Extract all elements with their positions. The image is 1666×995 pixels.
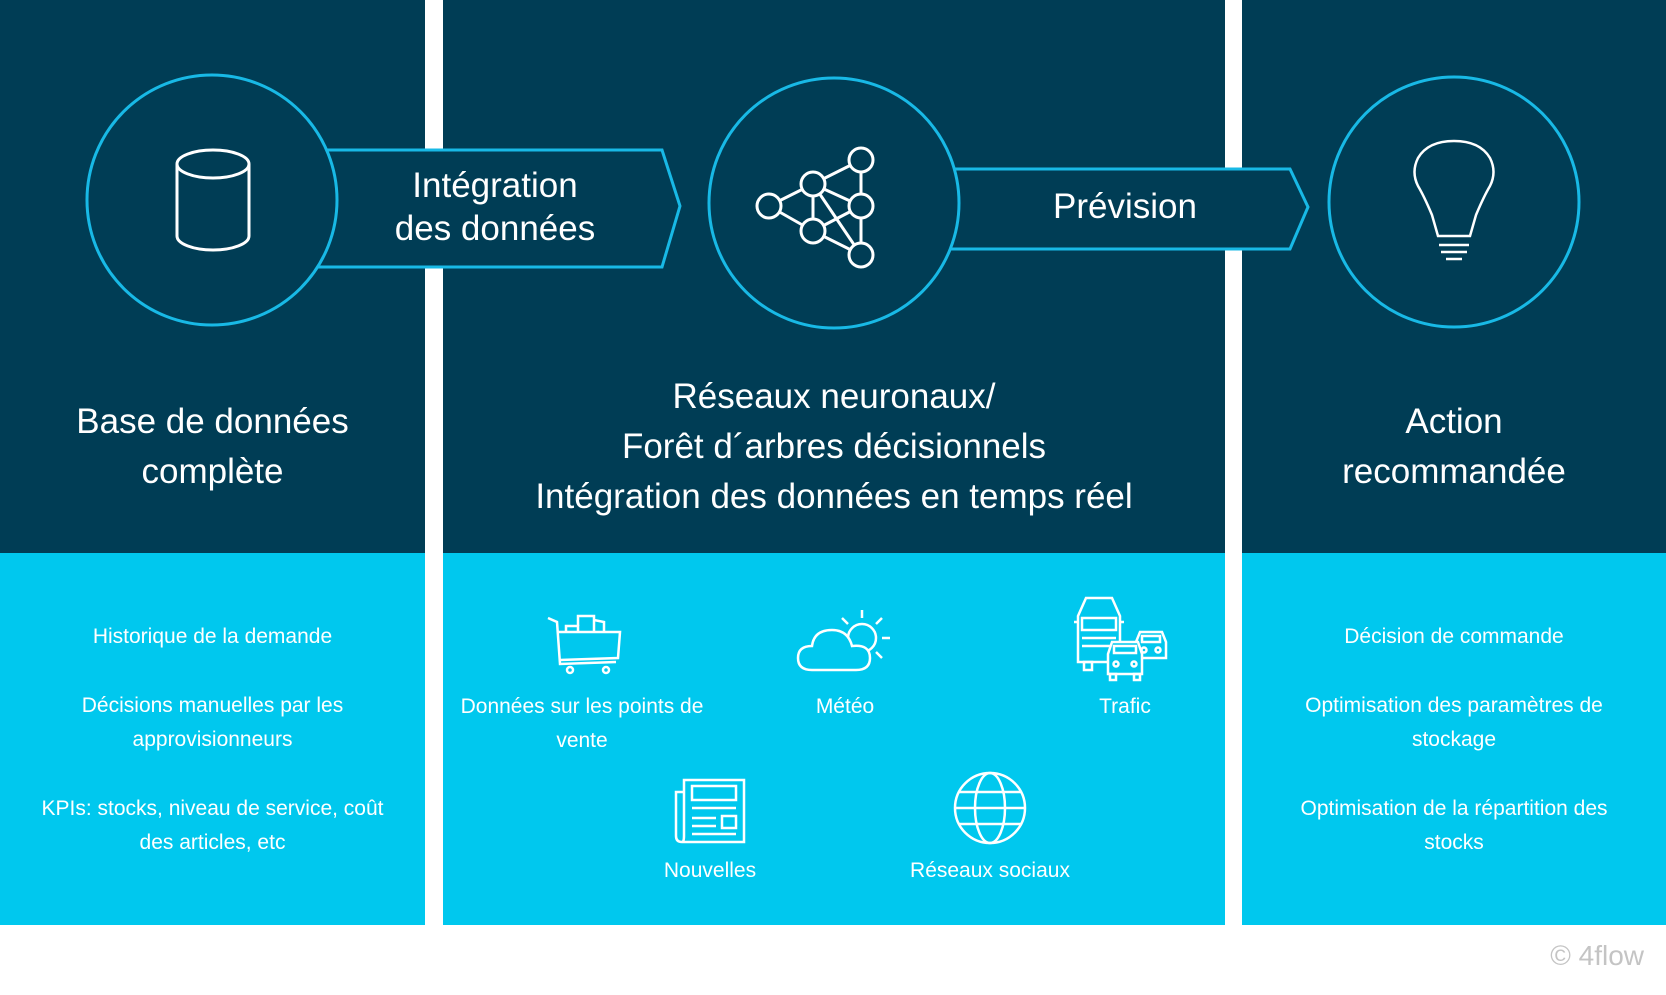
source-label: Réseaux sociaux bbox=[910, 859, 1070, 882]
list-item: Décisions manuelles par les approvisionn… bbox=[81, 694, 344, 751]
arrow-label-line: des données bbox=[394, 209, 596, 248]
title-line: complète bbox=[141, 452, 284, 491]
list-item: KPIs: stocks, niveau de service, coût de… bbox=[41, 797, 384, 854]
title-line: recommandée bbox=[1342, 452, 1566, 491]
title-line: Réseaux neuronaux/ bbox=[672, 377, 996, 416]
stage-3-title: Action recommandée bbox=[1242, 397, 1666, 497]
copyright-notice: © 4flow bbox=[1550, 940, 1644, 971]
source-weather: Météo bbox=[760, 604, 930, 724]
stage-1-title: Base de données complète bbox=[0, 397, 425, 497]
list-item: Historique de la demande bbox=[92, 625, 333, 648]
stage-3-outputs-list: Décision de commande Optimisation des pa… bbox=[1282, 620, 1626, 895]
stage-1-inputs-list: Historique de la demande Décisions manue… bbox=[40, 620, 385, 895]
arrow-integration-label: Intégration des données bbox=[340, 164, 650, 250]
lightbulb-icon bbox=[1413, 139, 1495, 261]
newspaper-icon bbox=[674, 778, 746, 844]
title-line: Action bbox=[1405, 402, 1503, 441]
shopping-cart-icon bbox=[547, 614, 622, 675]
stage-2-details-panel bbox=[443, 553, 1225, 925]
database-icon bbox=[175, 148, 251, 252]
stage-1-circle bbox=[85, 73, 339, 327]
source-traffic: Trafic bbox=[1040, 596, 1210, 724]
stage-2-title: Réseaux neuronaux/ Forêt d´arbres décisi… bbox=[443, 372, 1225, 522]
title-line: Intégration des données en temps réel bbox=[535, 477, 1133, 516]
source-label: Données sur les points de vente bbox=[460, 695, 704, 752]
source-label: Nouvelles bbox=[663, 859, 757, 882]
source-social-networks: Réseaux sociaux bbox=[880, 768, 1100, 888]
stage-1-details-panel bbox=[0, 553, 425, 925]
list-item: Optimisation des paramètres de stockage bbox=[1305, 694, 1603, 751]
flow-graphic bbox=[85, 73, 1581, 330]
arrow-label-line: Prévision bbox=[1053, 187, 1197, 226]
weather-icon bbox=[796, 610, 890, 672]
source-point-of-sale: Données sur les points de vente bbox=[455, 604, 709, 758]
source-label: Trafic bbox=[1099, 695, 1151, 718]
list-item: Optimisation de la répartition des stock… bbox=[1300, 797, 1608, 854]
title-line: Base de données bbox=[76, 402, 349, 441]
stage-3-circle bbox=[1327, 75, 1581, 329]
stage-3-details-panel bbox=[1242, 553, 1666, 925]
traffic-icon bbox=[1074, 596, 1168, 682]
globe-icon bbox=[953, 771, 1027, 845]
arrow-label-line: Intégration bbox=[412, 166, 578, 205]
title-line: Forêt d´arbres décisionnels bbox=[621, 427, 1047, 466]
source-label: Météo bbox=[815, 695, 875, 718]
source-news: Nouvelles bbox=[620, 772, 800, 888]
list-item: Décision de commande bbox=[1344, 625, 1564, 648]
stage-2-circle bbox=[707, 76, 961, 330]
neural-network-icon bbox=[755, 146, 875, 269]
arrow-prevision-label: Prévision bbox=[960, 185, 1290, 228]
